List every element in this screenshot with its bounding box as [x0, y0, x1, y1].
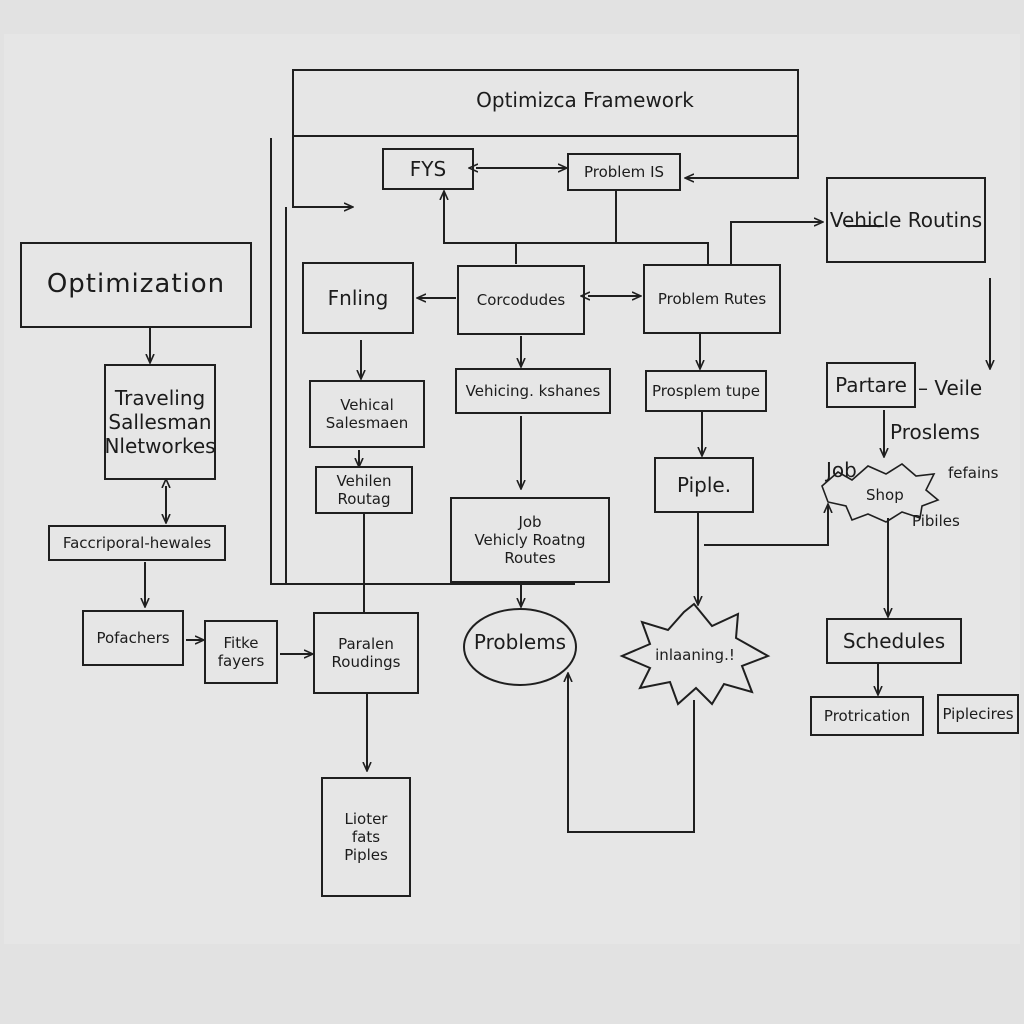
- piple-box: Piple.: [654, 457, 754, 513]
- frame-left-loop: [270, 138, 286, 585]
- pibiles-label: Pibiles: [912, 512, 960, 530]
- paralen-roudings-box: Paralen Roudings: [313, 612, 419, 694]
- veile-label: – Veile: [918, 376, 983, 400]
- problem-rutes-box: Problem Rutes: [643, 264, 781, 334]
- piple-to-job-shop: [704, 505, 828, 546]
- vehicle-routing-box: Vehicle Routins: [826, 177, 986, 263]
- fys-box: FYS: [382, 148, 474, 190]
- schedules-box: Schedules: [826, 618, 962, 664]
- lioter-fats-box: Lioter fats Piples: [321, 777, 411, 897]
- piplecires-box: Piplecires: [937, 694, 1019, 734]
- partare-box: Partare: [826, 362, 916, 408]
- fitke-fayers-box: Fitke fayers: [204, 620, 278, 684]
- problem-is-branch: [444, 190, 617, 244]
- problem-is-box: Problem IS: [567, 153, 681, 191]
- proslems-label: Proslems: [890, 420, 980, 444]
- vehicing-box: Vehicing. kshanes: [455, 368, 611, 414]
- inlaaning-burst: [619, 602, 771, 706]
- frame-title: Optimizca Framework: [476, 88, 694, 112]
- problems-oval: [463, 608, 577, 686]
- star-loop-back: [568, 674, 695, 833]
- inlaaning-label: inlaaning.!: [655, 646, 735, 664]
- prosplem-tupe-box: Prosplem tupe: [645, 370, 767, 412]
- frame-right-drop: [686, 136, 799, 178]
- vehilen-routag-box: Vehilen Routag: [315, 466, 413, 514]
- job-vehicly-box: Job Vehicly Roatng Routes: [450, 497, 610, 583]
- problems-oval-label: Problems: [473, 630, 567, 654]
- fnling-box: Fnling: [302, 262, 414, 334]
- rutes-to-vehicle-routing: [730, 222, 822, 264]
- branch-to-problem-rutes: [616, 242, 709, 264]
- job-shop-cloud: [821, 463, 940, 523]
- shop-label: Shop: [866, 486, 904, 504]
- frame-inner-left: [292, 136, 352, 207]
- corecoduoles-box: Corcodudes: [457, 265, 585, 335]
- paper-sheet: [4, 34, 1020, 944]
- vehical-salesman-box: Vehical Salesmaen: [309, 380, 425, 448]
- traveling-salesman-box: Traveling Sallesman Nletworkes: [104, 364, 216, 480]
- job-label: Job: [826, 458, 857, 482]
- pofachers-box: Pofachers: [82, 610, 184, 666]
- protrication-box: Protrication: [810, 696, 924, 736]
- frame-inner-rail: [285, 207, 575, 585]
- facciporal-box: Faccriporal-hewales: [48, 525, 226, 561]
- optimization-box: Optimization: [20, 242, 252, 328]
- fefains-label: fefains: [948, 464, 999, 482]
